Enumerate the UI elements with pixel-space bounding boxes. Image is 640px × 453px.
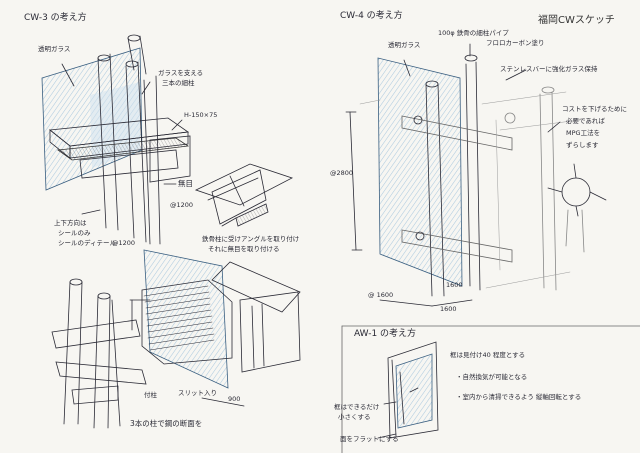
note-cw3-none: 無目 [178, 179, 193, 188]
note-bottom-left: 3本の柱で鋼の断面を [130, 419, 203, 428]
cw4-sketch [345, 43, 607, 307]
note-cw4-glass: 透明ガラス [388, 41, 421, 49]
note-aw1-6: 面をフラットにする [340, 435, 399, 443]
note-cw3-glass: 透明ガラス [38, 45, 71, 53]
note-cw3-angle-2: それに無目を取り付ける [208, 245, 280, 253]
note-aw1-2: ・自然換気が可能となる [456, 373, 528, 381]
note-cw4-fin: ステンレスバーに強化ガラス保持 [500, 65, 598, 73]
note-cw4-cost-3: MPG工法を [566, 129, 601, 137]
section-title-cw3: CW-3 の考え方 [24, 13, 87, 23]
note-cw4-dim5: @ 1600 [368, 291, 394, 299]
cw3-sketch [41, 34, 294, 245]
note-cw3-columns-1: ガラスを支える [158, 69, 204, 77]
note-bottom-dim: 900 [228, 395, 241, 403]
bottom-left-sketch [51, 249, 301, 429]
note-cw4-fluoro: フロロカーボン塗り [486, 39, 545, 47]
note-bottom-slit: スリット入り [178, 389, 217, 397]
note-cw3-small-pitch: @1200 [170, 201, 194, 209]
note-cw3-columns-2: 三本の細柱 [162, 79, 195, 87]
note-cw4-cost-1: コストを下げるために [562, 105, 627, 113]
note-cw4-pipe: 100φ 鉄骨の細柱パイプ [438, 29, 509, 37]
note-cw4-dim4: 1600 [440, 305, 457, 313]
note-aw1-3: ・室内から清掃できるよう 縦軸回転とする [456, 393, 582, 401]
aw1-sketch [341, 325, 640, 453]
note-aw1-5: 小さくする [338, 413, 371, 421]
note-cw3-angle-1: 鉄骨柱に受けアングルを取り付け [202, 235, 300, 243]
note-cw3-joint-1: 上下方向は [54, 219, 87, 227]
note-cw4-cost-2: 必要であれば [566, 117, 605, 125]
section-title-aw1: AW-1 の考え方 [354, 329, 417, 339]
note-aw1-1: 框は見付け40 程度とする [450, 351, 526, 359]
note-cw4-dim3: 1600 [446, 281, 463, 289]
section-title-cw4: CW-4 の考え方 [340, 11, 403, 21]
note-cw3-joint-2: シールのみ [58, 229, 91, 237]
note-cw3-hbeam: H-150×75 [184, 111, 218, 119]
note-aw1-4: 框はできるだけ [334, 403, 380, 411]
note-bottom-small: 付柱 [144, 391, 157, 399]
note-cw3-pitch: @1200 [112, 239, 136, 247]
sheet-title: 福岡CWスケッチ [538, 15, 615, 26]
note-cw3-joint-3: シールのディテール [58, 239, 117, 247]
note-cw4-cost-4: ずらします [566, 141, 599, 149]
note-cw4-dim1: @2800 [330, 169, 354, 177]
